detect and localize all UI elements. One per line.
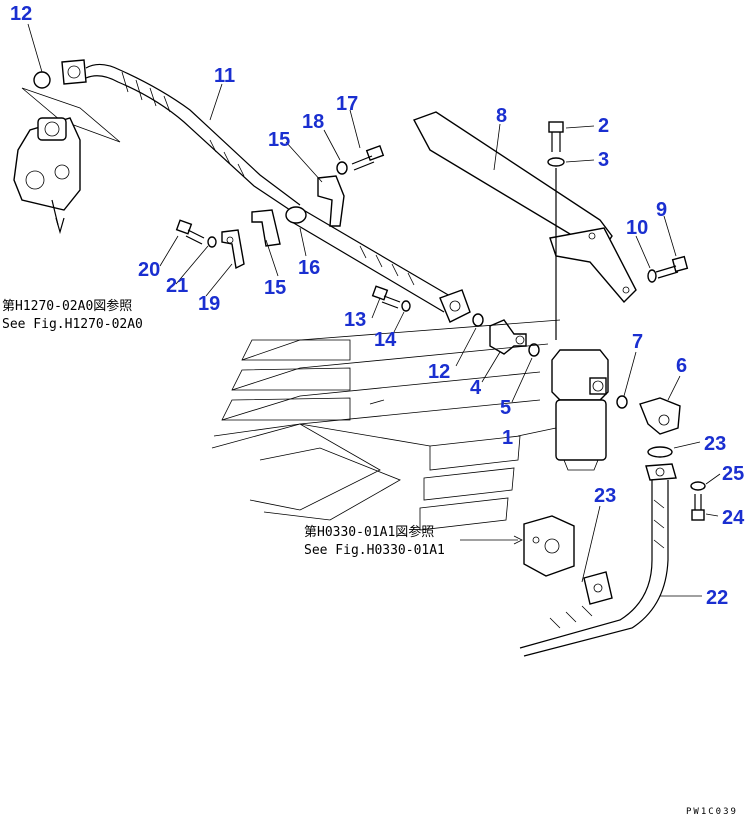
valve-block-drawing — [523, 515, 575, 577]
elbow-6-drawing — [639, 397, 681, 435]
callout-15: 15 — [268, 129, 290, 151]
callout-18: 18 — [302, 111, 324, 133]
callout-10: 10 — [626, 217, 648, 239]
callout-14: 14 — [374, 329, 397, 351]
filter-1-drawing — [551, 349, 609, 471]
clamp-brackets-drawing — [221, 175, 345, 270]
callout-24: 24 — [722, 507, 745, 529]
callout-1: 1 — [502, 427, 513, 449]
callout-2: 2 — [598, 115, 609, 137]
hydraulic-pump-drawing — [13, 87, 121, 235]
callout-8: 8 — [496, 105, 507, 127]
reference-h1270-jp: 第H1270-02A0図参照 — [2, 298, 132, 314]
callout-4: 4 — [470, 377, 482, 399]
connectors-drawing — [33, 71, 628, 409]
callout-5: 5 — [500, 397, 511, 419]
pipe-11-drawing — [61, 59, 301, 215]
callout-7: 7 — [632, 331, 643, 353]
callout-15b: 15 — [264, 277, 286, 299]
reference-h1270-en: See Fig.H1270-02A0 — [2, 317, 143, 332]
callout-17: 17 — [336, 93, 358, 115]
callout-11: 11 — [214, 65, 235, 87]
callout-23: 23 — [704, 433, 726, 455]
callout-21: 21 — [166, 275, 188, 297]
leader-lines — [27, 23, 721, 597]
callout-19: 19 — [198, 293, 220, 315]
tube-16-drawing — [285, 206, 471, 323]
callout-labels: 12 11 15 18 17 8 2 3 9 10 16 15 19 21 20… — [10, 3, 745, 609]
figure-references: 第H1270-02A0図参照 See Fig.H1270-02A0 第H0330… — [2, 298, 445, 558]
callout-13: 13 — [344, 309, 366, 331]
callout-3: 3 — [598, 149, 609, 171]
bracket-8-drawing — [413, 111, 637, 340]
chassis-outline-drawing — [211, 319, 561, 531]
reference-h0330-jp: 第H0330-01A1図参照 — [304, 524, 434, 540]
callout-25: 25 — [722, 463, 744, 485]
callout-6: 6 — [676, 355, 687, 377]
callout-9: 9 — [656, 199, 667, 221]
bolts-washers-drawing — [175, 121, 706, 521]
callout-20: 20 — [138, 259, 160, 281]
callout-22: 22 — [706, 587, 728, 609]
callout-16: 16 — [298, 257, 320, 279]
hose-22-drawing — [519, 446, 677, 657]
callout-12: 12 — [10, 3, 32, 25]
reference-h0330-en: See Fig.H0330-01A1 — [304, 543, 445, 558]
callout-23b: 23 — [594, 485, 616, 507]
drawing-code: PW1C039 — [686, 807, 738, 817]
callout-12b: 12 — [428, 361, 450, 383]
